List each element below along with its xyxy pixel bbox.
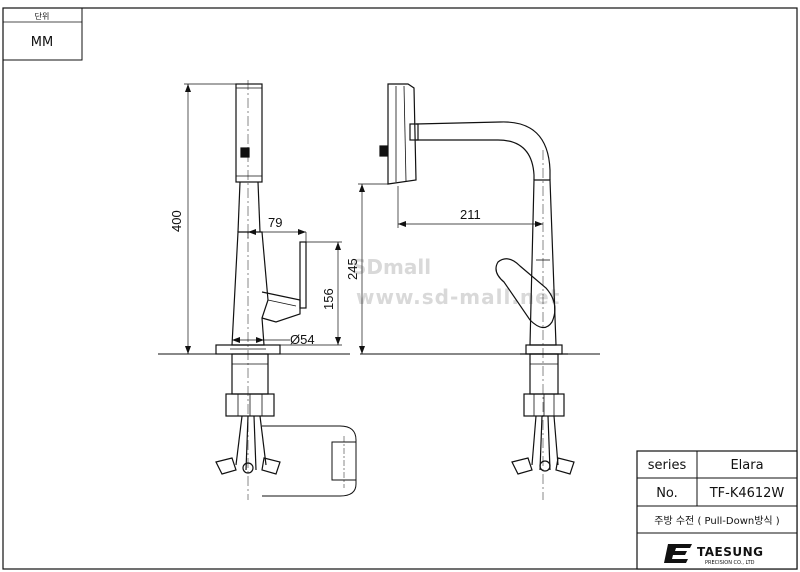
faucet-front-view [360,83,600,500]
dim-total-height: 400 [169,210,184,232]
unit-box: 단위 MM [2,7,83,61]
front-view-dimensions [358,183,543,354]
drawing-frame [2,7,798,570]
dim-offset-depth: 79 [268,215,282,230]
company-name: TAESUNG [697,545,764,559]
watermark-url: www.sd-mall.net [356,285,560,309]
model-number-value: TF-K4612W [709,486,785,501]
side-view-dimensions [184,83,342,355]
series-value: Elara [730,458,763,473]
taesung-logo-icon [664,544,692,563]
company-subtitle: PRECISION CO., LTD [705,560,755,566]
product-description: 주방 수전 ( Pull-Down방식 ) [654,515,780,527]
watermark-brand: SDmall [352,255,431,279]
dim-spout-height: 245 [345,258,360,280]
dim-handle-height: 156 [321,288,336,310]
dim-spout-reach: 211 [460,207,481,222]
title-block: series Elara No. TF-K4612W 주방 수전 ( Pull-… [636,450,798,570]
dim-base-diameter: Ø54 [290,332,315,347]
spray-button-icon [240,147,250,158]
unit-value: MM [31,35,53,50]
spray-button-icon [379,145,388,157]
model-number-label: No. [656,486,678,501]
series-label: series [648,458,687,473]
unit-label: 단위 [35,11,50,21]
